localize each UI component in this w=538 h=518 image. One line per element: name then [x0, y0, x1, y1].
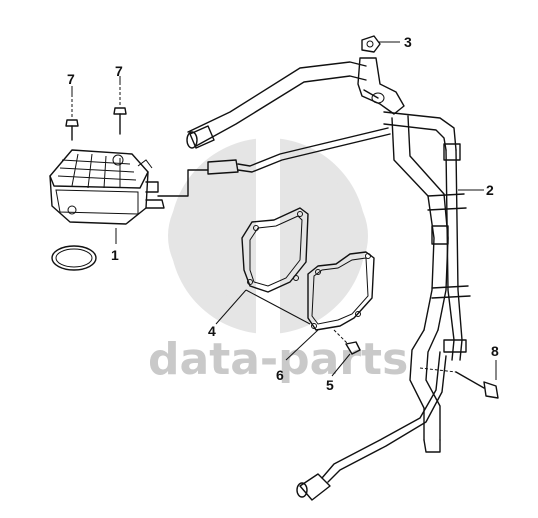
o-ring-part [51, 245, 97, 271]
bolt-part-left [65, 94, 79, 141]
watermark-text: data-parts [148, 334, 408, 385]
sensor-wire-part [157, 127, 447, 501]
valve-body-part [49, 149, 165, 225]
leader-lines [71, 41, 497, 380]
bolt-part-8 [419, 367, 499, 399]
callout-label-5: 5 [326, 377, 334, 393]
callout-label-8: 8 [491, 343, 499, 359]
bolt-part-right [113, 82, 127, 135]
hose-assembly-part [383, 111, 471, 453]
callout-label-7-left: 7 [67, 71, 75, 87]
callout-label-1: 1 [111, 247, 119, 263]
gasket-part [241, 207, 309, 293]
watermark-logo [168, 120, 368, 350]
callout-label-3: 3 [404, 34, 412, 50]
screw-part [333, 329, 361, 355]
cover-plate-part [307, 251, 375, 331]
callout-label-7-right: 7 [115, 63, 123, 79]
callout-label-4: 4 [208, 323, 216, 339]
callout-label-2: 2 [486, 182, 494, 198]
main-hose-part [186, 57, 405, 149]
callout-label-6: 6 [276, 367, 284, 383]
nut-part [361, 35, 381, 53]
